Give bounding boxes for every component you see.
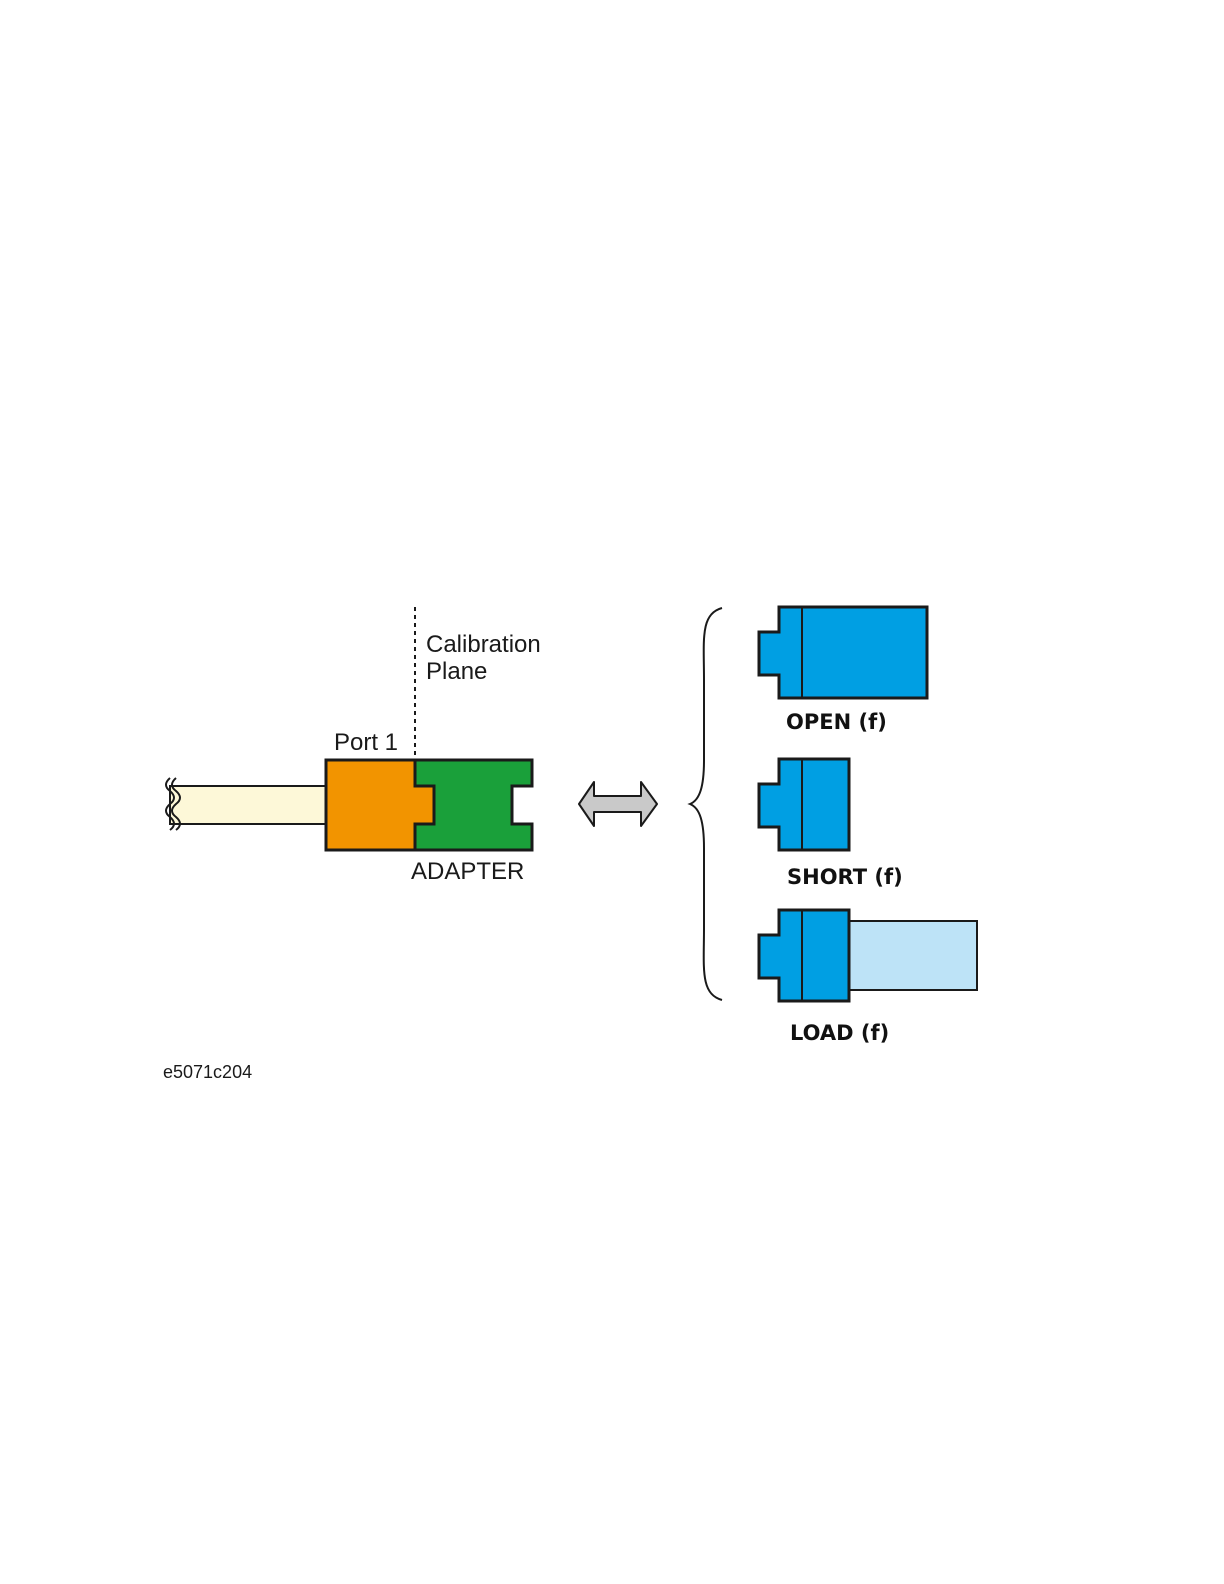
short-standard-label: SHORT (f)	[787, 865, 903, 889]
curly-brace-icon	[690, 608, 722, 1000]
calibration-plane-label-line2: Plane	[426, 658, 487, 685]
open-standard-label: OPEN (f)	[786, 710, 887, 734]
cable-body	[170, 786, 326, 824]
calibration-plane-label-line1: Calibration	[426, 631, 541, 658]
adapter-connector	[415, 760, 532, 850]
open-standard	[759, 607, 927, 698]
figure-id: e5071c204	[163, 1062, 252, 1082]
load-standard	[759, 910, 977, 1001]
open-standard-body	[759, 607, 927, 698]
short-standard	[759, 759, 849, 850]
load-element	[849, 921, 977, 990]
load-standard-label: LOAD (f)	[790, 1021, 889, 1045]
double-headed-arrow-icon	[579, 782, 657, 826]
short-standard-body	[759, 759, 849, 850]
test-cable	[166, 778, 326, 830]
load-standard-body	[759, 910, 849, 1001]
port-1-label: Port 1	[334, 729, 398, 756]
adapter-label: ADAPTER	[411, 858, 524, 885]
